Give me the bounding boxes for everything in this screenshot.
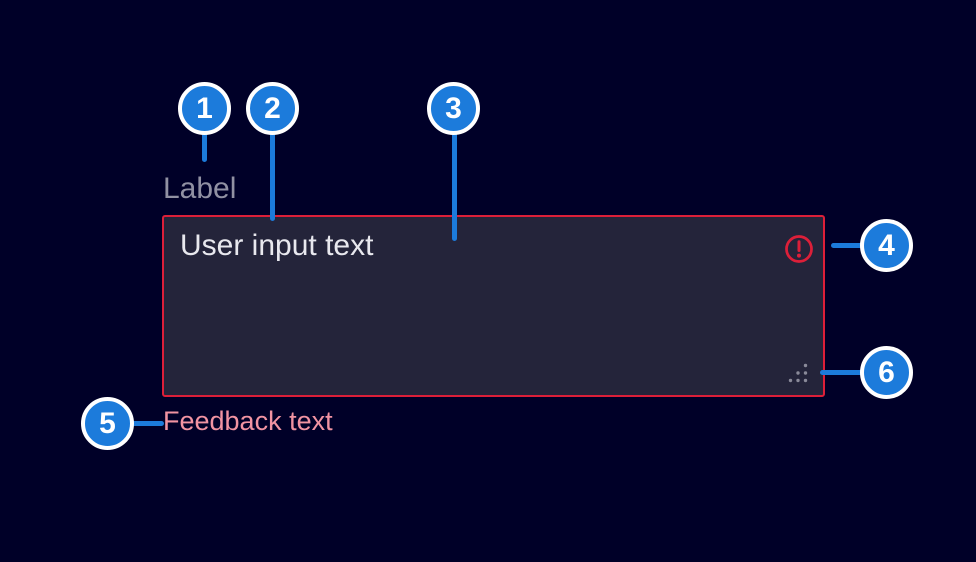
callout-number: 2 (264, 91, 281, 125)
callout-connector-1 (202, 128, 207, 162)
callout-marker-1: 1 (178, 82, 231, 135)
field-label: Label (163, 172, 237, 205)
callout-marker-4: 4 (860, 219, 913, 272)
callout-number: 6 (878, 355, 895, 389)
feedback-text: Feedback text (163, 406, 333, 436)
callout-connector-4 (831, 243, 863, 248)
callout-number: 3 (445, 91, 462, 125)
callout-connector-3 (452, 128, 457, 241)
callout-marker-2: 2 (246, 82, 299, 135)
callout-number: 4 (878, 228, 895, 262)
callout-marker-3: 3 (427, 82, 480, 135)
textarea-field[interactable]: User input text (162, 215, 825, 397)
callout-number: 1 (196, 91, 213, 125)
callout-number: 5 (99, 406, 116, 440)
textarea-value: User input text (180, 229, 374, 262)
resize-handle-icon[interactable] (788, 363, 808, 383)
error-icon (785, 235, 813, 263)
callout-marker-5: 5 (81, 397, 134, 450)
callout-connector-6 (820, 370, 863, 375)
callout-connector-5 (130, 421, 164, 426)
callout-connector-2 (270, 128, 275, 221)
callout-marker-6: 6 (860, 346, 913, 399)
